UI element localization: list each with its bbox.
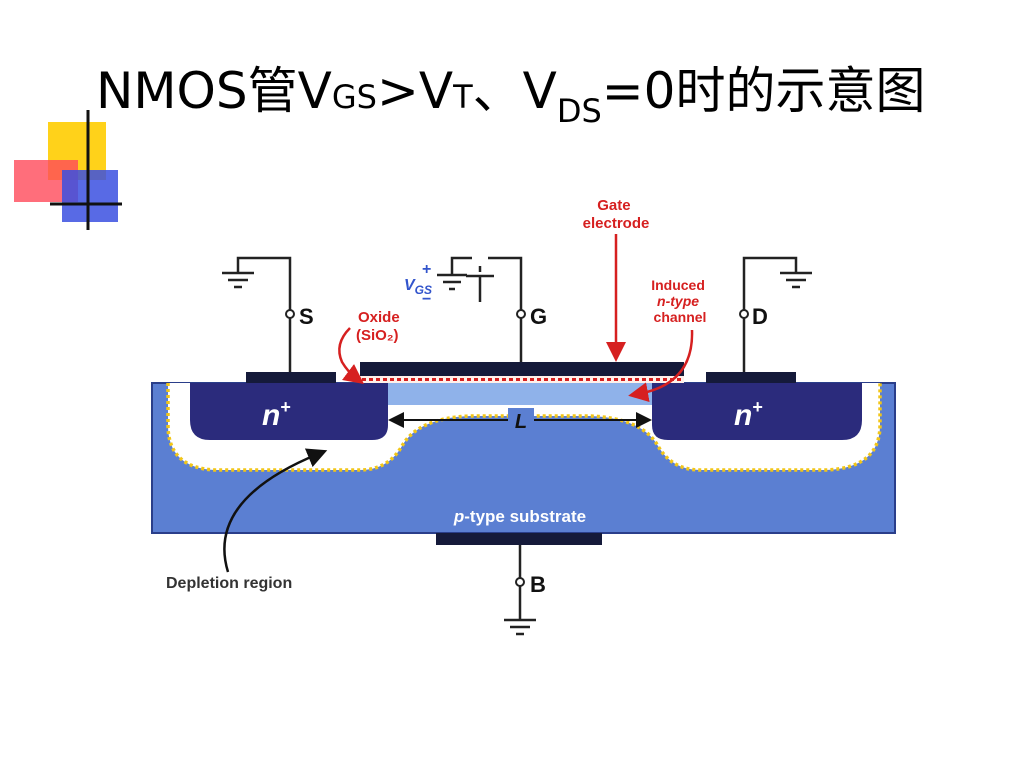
- source-wire: [236, 256, 292, 372]
- decorative-squares: [14, 110, 122, 230]
- vgs-label: VGS: [404, 277, 432, 297]
- body-contact: [436, 533, 602, 545]
- depletion-arrow: [223, 448, 328, 573]
- source-terminal-node: [285, 309, 295, 319]
- n-plus-drain-region: [652, 383, 862, 440]
- induced-channel-arrow: [628, 329, 694, 403]
- gate-electrode: [360, 362, 684, 376]
- oxide-label: Oxide (SiO₂): [356, 309, 404, 344]
- drain-label: D: [752, 304, 768, 329]
- gate-label: G: [530, 304, 547, 329]
- substrate-label: p-type substrate: [453, 507, 586, 526]
- induced-channel-band: [388, 383, 652, 405]
- nmos-diagram: S G D B + VGS − Gate electrode Induced n…: [151, 197, 896, 636]
- gate-ground-icon: [437, 273, 467, 291]
- body-terminal-node: [515, 577, 525, 587]
- source-ground-icon: [222, 271, 254, 289]
- n-plus-source-region: [190, 383, 388, 440]
- gate-electrode-label: Gate electrode: [583, 197, 650, 232]
- vgs-minus-sign: −: [422, 291, 431, 308]
- drain-contact: [706, 372, 796, 383]
- drain-terminal-node: [739, 309, 749, 319]
- source-contact: [246, 372, 336, 383]
- channel-length-label: L: [515, 411, 527, 433]
- deco-blue-square: [62, 170, 118, 222]
- oxide-layer: [360, 376, 684, 383]
- induced-channel-label: Induced n-type channel: [651, 277, 709, 325]
- body-ground-icon: [504, 618, 536, 636]
- source-label: S: [299, 304, 314, 329]
- drain-wire: [742, 256, 798, 372]
- depletion-region-label: Depletion region: [166, 575, 292, 592]
- gate-terminal-node: [516, 309, 526, 319]
- gate-wire: [450, 256, 523, 362]
- slide-title: NMOS管VGS>VT、VDS=0时的示意图: [96, 62, 926, 130]
- n-plus-source-label: n+: [262, 397, 291, 432]
- battery-icon: [466, 266, 494, 302]
- drain-ground-icon: [780, 271, 812, 289]
- vgs-plus-sign: +: [422, 261, 431, 278]
- channel-length-label-bg: [508, 408, 534, 432]
- oxide-arrow: [338, 327, 364, 385]
- body-label: B: [530, 572, 546, 597]
- n-plus-drain-label: n+: [734, 397, 763, 432]
- depletion-boundary: [166, 383, 882, 472]
